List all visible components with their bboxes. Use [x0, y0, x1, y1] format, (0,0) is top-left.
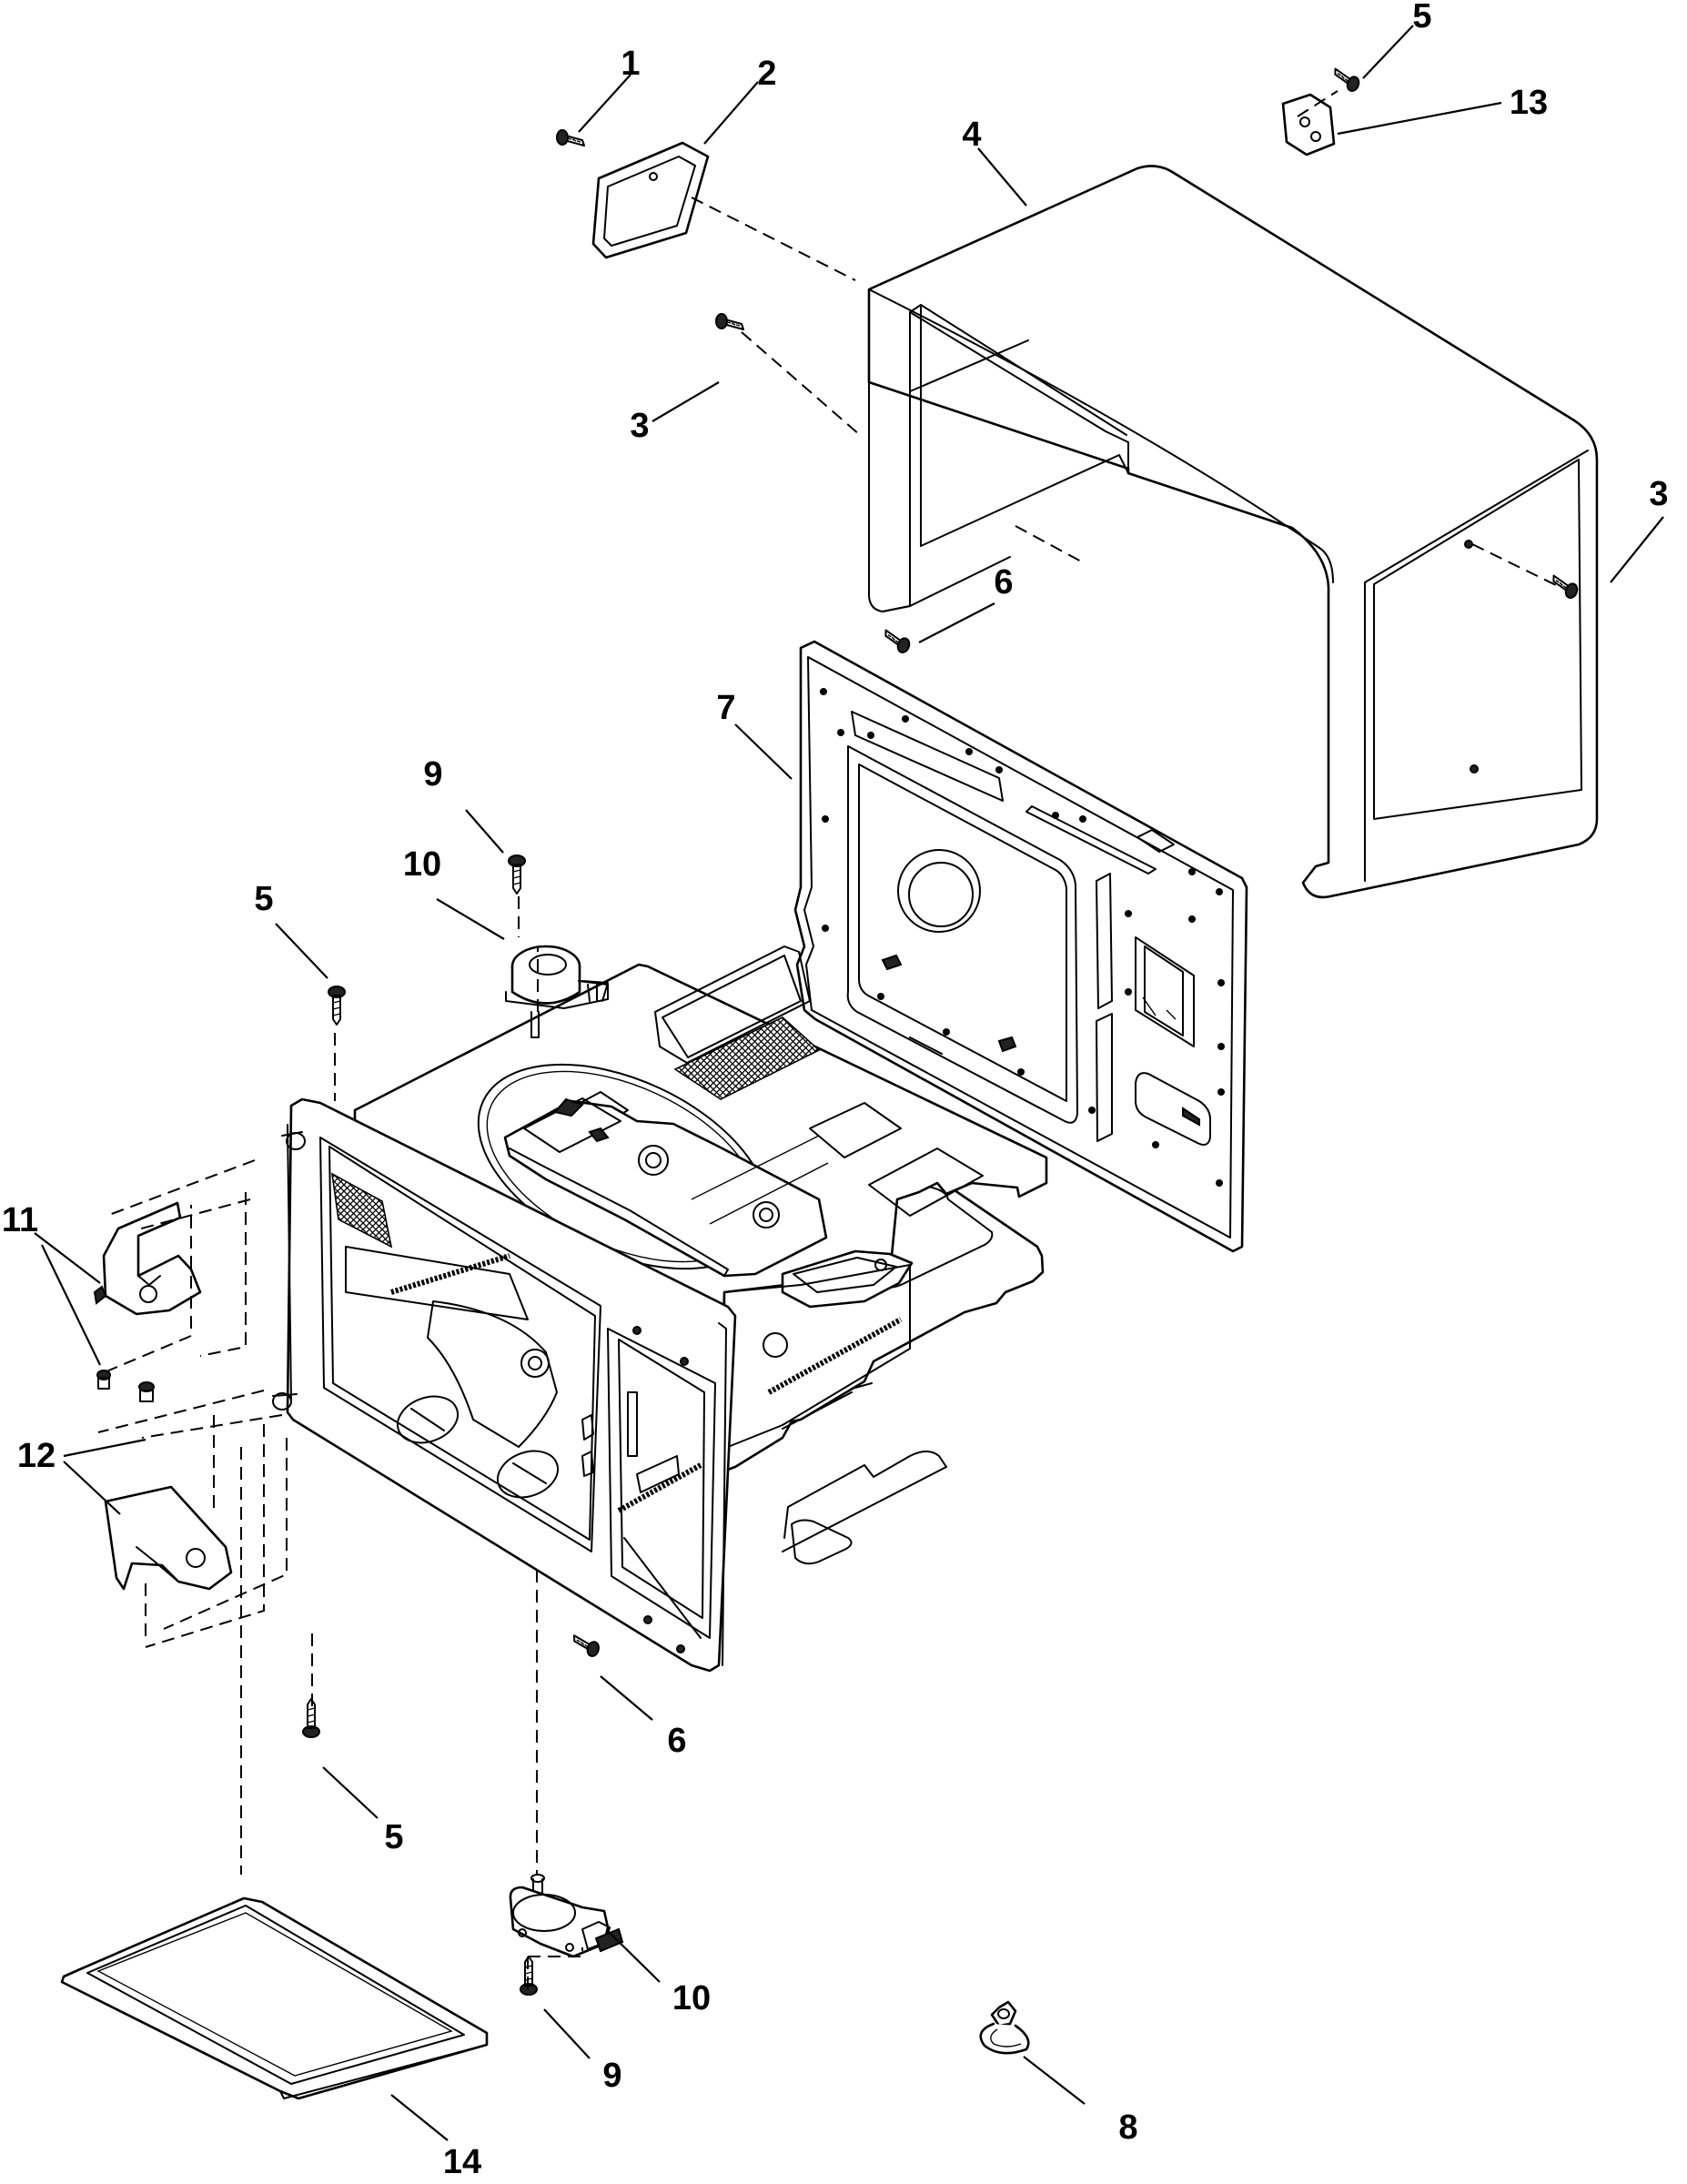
- part-3-screw-left: [715, 313, 744, 330]
- callout-11: 11: [2, 1201, 38, 1239]
- alignment-lines: [97, 90, 1559, 1989]
- part-12-lower-hinge: [104, 1381, 233, 1591]
- part-6-screw-bottom: [569, 1634, 601, 1659]
- callout-9-bottom: 9: [602, 2057, 621, 2095]
- part-13-bracket-plate: [1281, 93, 1336, 157]
- part-1-screw: [556, 129, 585, 147]
- part-4-outer-cabinet: [867, 165, 1599, 899]
- part-6-screw-top: [879, 629, 913, 655]
- part-2-gasket: [591, 141, 710, 259]
- callout-8: 8: [1118, 2108, 1137, 2147]
- callout-7: 7: [716, 689, 735, 727]
- callout-5-top: 5: [1412, 0, 1431, 35]
- oven-cavity-chassis: [272, 945, 1048, 1673]
- leader-lines: [34, 25, 1664, 2141]
- part-5-screw-chassis: [328, 986, 346, 1026]
- callout-13: 13: [1510, 84, 1548, 122]
- callout-6-top: 6: [994, 563, 1013, 602]
- callout-10-top: 10: [403, 845, 441, 884]
- part-8-clip: [979, 2000, 1030, 2055]
- callout-9-top: 9: [423, 755, 442, 794]
- callout-5-lower: 5: [384, 1818, 403, 1856]
- callout-4: 4: [962, 116, 981, 154]
- callout-1: 1: [621, 45, 640, 83]
- callout-14: 14: [443, 2143, 481, 2181]
- callout-3-right: 3: [1649, 475, 1668, 513]
- part-9-screw-top: [508, 854, 526, 895]
- part-11-upper-hinge: [93, 1201, 202, 1390]
- callout-12: 12: [17, 1437, 56, 1475]
- callout-6-bottom: 6: [667, 1722, 686, 1760]
- callout-2: 2: [757, 55, 776, 93]
- part-14-tray: [60, 1896, 489, 2100]
- part-10-stirrer-motor-top: [505, 945, 609, 1038]
- part-5-screw-top: [1328, 67, 1362, 94]
- part-7-back-panel: [793, 640, 1248, 1253]
- callout-5-chassis: 5: [254, 880, 273, 918]
- callout-10-bottom: 10: [672, 1979, 711, 2017]
- part-10-turntable-motor-bottom: [509, 1874, 624, 1958]
- callout-3-left: 3: [630, 407, 649, 445]
